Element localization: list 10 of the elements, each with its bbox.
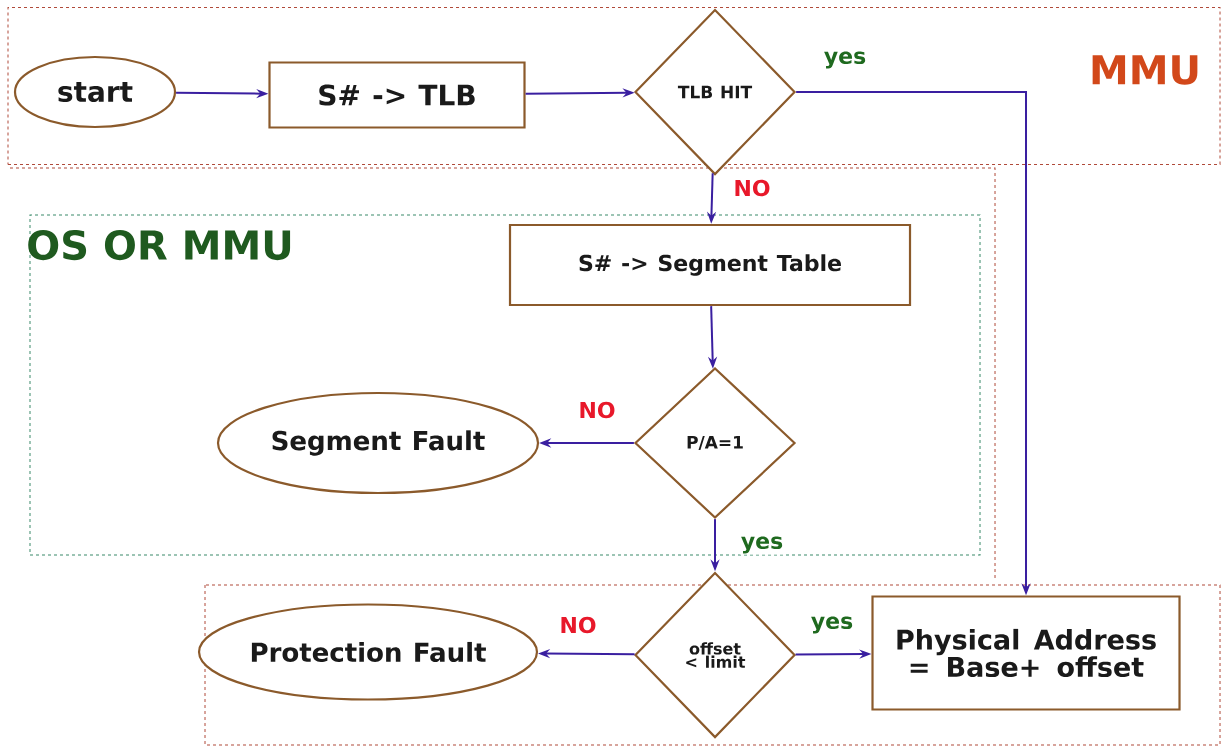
edge-label: NO <box>558 615 598 635</box>
edge-label: NO <box>577 400 617 420</box>
node-label: offset < limit <box>686 642 746 668</box>
edge-label: yes <box>822 50 868 70</box>
process-box: S# -> TLB <box>268 61 526 129</box>
process-box: Physical Address = Base+ offset <box>871 595 1181 711</box>
edge-label: yes <box>809 615 855 635</box>
edge-label: NO <box>732 178 772 198</box>
process-box: S# -> Segment Table <box>508 223 912 307</box>
edge-label: yes <box>739 535 785 555</box>
